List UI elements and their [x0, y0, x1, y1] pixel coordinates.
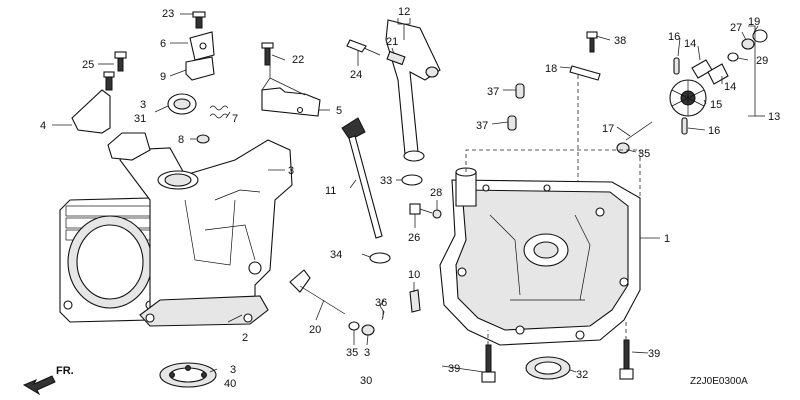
callout-30: 30: [360, 375, 372, 387]
callout-10: 10: [408, 269, 420, 281]
governor-shaft-part: [289, 269, 346, 315]
diagram-code: Z2J0E0300A: [690, 376, 748, 387]
ball-bearing-lower-part: [159, 362, 217, 388]
callout-2: 2: [242, 332, 248, 344]
guide-plate-part: [261, 42, 321, 117]
dowel-pin-part: [196, 134, 210, 144]
callout-38: 38: [614, 35, 626, 47]
cylinder-barrel-part: [59, 197, 161, 323]
governor-seal-part: [361, 324, 375, 336]
callout-3-case: 3: [288, 165, 294, 177]
ball-bearing-cover-part: [525, 356, 571, 380]
callout-39-right: 39: [648, 348, 660, 360]
callout-8: 8: [178, 134, 184, 146]
callout-21: 21: [386, 36, 398, 48]
governor-pin-part: [625, 121, 653, 141]
governor-assembly-part: [669, 29, 768, 135]
callout-34: 34: [330, 249, 342, 261]
callout-13: 13: [768, 111, 780, 123]
callout-labels: 19 27 29 16 14 14 15 13 16 17 35 38 18 3…: [40, 6, 780, 390]
callout-35-right: 35: [638, 148, 650, 160]
dowel-upper-part: [515, 83, 525, 99]
dipstick-part: [341, 117, 383, 239]
callout-20: 20: [309, 324, 321, 336]
callout-25: 25: [82, 59, 94, 71]
o-ring-upper-part: [401, 174, 423, 186]
oil-seal-part: [167, 93, 197, 115]
callout-3-bearing: 3: [230, 364, 236, 376]
callout-15: 15: [710, 99, 722, 111]
cover-bolt-left-part: [481, 344, 496, 383]
callout-9: 9: [160, 71, 166, 83]
collar-part: [386, 50, 406, 66]
flange-bolt-part: [114, 51, 127, 72]
callout-14-lower: 14: [724, 81, 736, 93]
callout-40: 40: [224, 378, 236, 390]
callout-6: 6: [160, 38, 166, 50]
callout-37-lower: 37: [476, 120, 488, 132]
wire-clip-part: [409, 289, 421, 313]
o-ring-lower-part: [369, 252, 391, 264]
breather-plate-part: [569, 65, 601, 81]
breather-cover-part: [71, 71, 115, 134]
callout-27: 27: [730, 22, 742, 34]
direction-label: FR.: [56, 365, 74, 377]
governor-washer-right-part: [616, 142, 630, 154]
callout-36: 36: [375, 297, 387, 309]
drain-washer-part: [432, 209, 442, 219]
callout-14-upper: 14: [684, 38, 696, 50]
callout-26: 26: [408, 232, 420, 244]
tube-bolt-part: [346, 39, 381, 56]
callout-12: 12: [398, 6, 410, 18]
callout-31: 31: [134, 113, 146, 125]
callout-16-upper: 16: [668, 31, 680, 43]
callout-24: 24: [350, 69, 362, 81]
callout-5: 5: [336, 105, 342, 117]
callout-19: 19: [748, 16, 760, 28]
callout-3-governor: 3: [364, 347, 370, 359]
callout-4: 4: [40, 120, 46, 132]
callout-37-upper: 37: [487, 86, 499, 98]
callout-29: 29: [756, 55, 768, 67]
crankcase-cover-part: [439, 167, 641, 346]
crankcase-part: [107, 132, 293, 327]
callout-28: 28: [430, 187, 442, 199]
callout-17: 17: [602, 123, 614, 135]
callout-7: 7: [232, 113, 238, 125]
callout-23: 23: [162, 8, 174, 20]
callout-33: 33: [380, 175, 392, 187]
cover-bolt-right-part: [619, 339, 634, 380]
callout-11: 11: [325, 185, 336, 197]
callout-32: 32: [576, 369, 588, 381]
callout-35-left: 35: [346, 347, 358, 359]
seal-spring-part: [209, 105, 229, 119]
dowel-lower-part: [507, 115, 517, 131]
callout-18: 18: [545, 63, 557, 75]
drain-bolt-part: [409, 203, 433, 215]
governor-bracket-part: [185, 11, 215, 81]
callout-16-lower: 16: [708, 125, 720, 137]
callout-1: 1: [664, 233, 670, 245]
callout-39-left: 39: [448, 363, 460, 375]
callout-3-seal: 3: [140, 99, 146, 111]
front-direction-arrow: [22, 375, 56, 396]
leader-lines: [52, 13, 765, 373]
cover-bolt-part: [586, 31, 598, 53]
governor-washer-part: [348, 321, 360, 331]
callout-22: 22: [292, 54, 304, 66]
